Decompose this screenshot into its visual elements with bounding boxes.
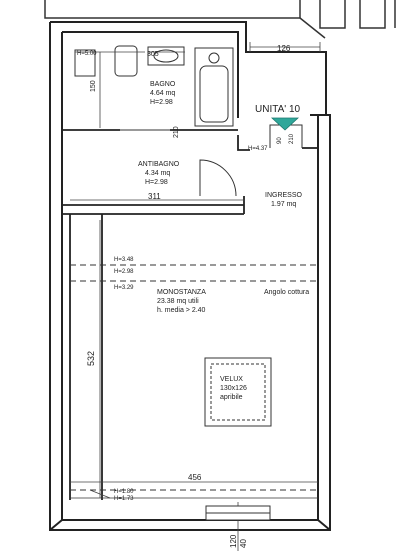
outer-walls bbox=[49, 21, 331, 531]
interior-partitions bbox=[62, 129, 318, 500]
bagno-height: H=2.98 bbox=[150, 99, 173, 106]
velux-size: 130x126 bbox=[220, 385, 247, 392]
ingresso-name: INGRESSO bbox=[265, 192, 303, 199]
bathtub bbox=[194, 47, 234, 127]
dim-top-bagno: 305 bbox=[147, 51, 159, 58]
antibagno-area: 4.34 mq bbox=[145, 170, 170, 177]
monostanza-note: h. media > 2.40 bbox=[157, 307, 206, 314]
unit-label: UNITA' 10 bbox=[255, 104, 301, 115]
entrance-arrow-icon bbox=[270, 117, 300, 131]
mono-height-2: H=2.98 bbox=[114, 269, 134, 275]
dim-door-bagno: 210 bbox=[173, 126, 180, 138]
ingresso-door-height: H=4.37 bbox=[248, 146, 268, 152]
velux-name: VELUX bbox=[220, 376, 243, 383]
dim-antibagno-width: 311 bbox=[148, 192, 161, 201]
toilet bbox=[74, 49, 96, 77]
velux-window bbox=[204, 357, 272, 427]
dimension-lines bbox=[70, 42, 321, 551]
bathtub-inner bbox=[199, 65, 229, 123]
neighbour-walls bbox=[44, 0, 396, 39]
dim-mono-width: 456 bbox=[188, 473, 202, 482]
dim-window-a: 120 bbox=[229, 534, 238, 548]
mono-height-1: H=3.48 bbox=[114, 257, 134, 263]
dim-door-ingresso-b: 210 bbox=[289, 133, 295, 144]
door-antibagno-swing bbox=[199, 159, 237, 197]
bagno-area: 4.64 mq bbox=[150, 90, 175, 97]
bottom-height-2: H=1.73 bbox=[114, 496, 134, 502]
sink-basin bbox=[153, 49, 179, 63]
antibagno-height: H=2.98 bbox=[145, 179, 168, 186]
dim-door-ingresso-a: 90 bbox=[277, 137, 283, 144]
sink bbox=[147, 46, 185, 66]
bagno-height-left: H=5.00 bbox=[77, 51, 97, 57]
velux-note: apribile bbox=[220, 394, 243, 401]
mono-height-3: H=3.29 bbox=[114, 285, 134, 291]
bidet bbox=[114, 45, 138, 77]
dim-mono-depth: 532 bbox=[86, 351, 96, 366]
dim-window-b: 40 bbox=[239, 539, 248, 548]
bathroom-fixtures bbox=[74, 45, 234, 127]
bathtub-drain bbox=[208, 52, 220, 64]
bagno-name: BAGNO bbox=[150, 81, 176, 88]
dim-bagno-depth: 150 bbox=[90, 80, 97, 92]
bottom-height-1: H=1.80 bbox=[114, 489, 134, 495]
antibagno-name: ANTIBAGNO bbox=[138, 161, 180, 168]
kitchen-label: Angolo cottura bbox=[264, 289, 309, 296]
monostanza-area: 23.38 mq utili bbox=[157, 298, 199, 305]
bottom-window bbox=[205, 505, 271, 521]
monostanza-name: MONOSTANZA bbox=[157, 289, 206, 296]
dim-top-ingresso: 126 bbox=[277, 44, 291, 53]
height-lines bbox=[70, 264, 318, 491]
ingresso-area: 1.97 mq bbox=[271, 201, 296, 208]
